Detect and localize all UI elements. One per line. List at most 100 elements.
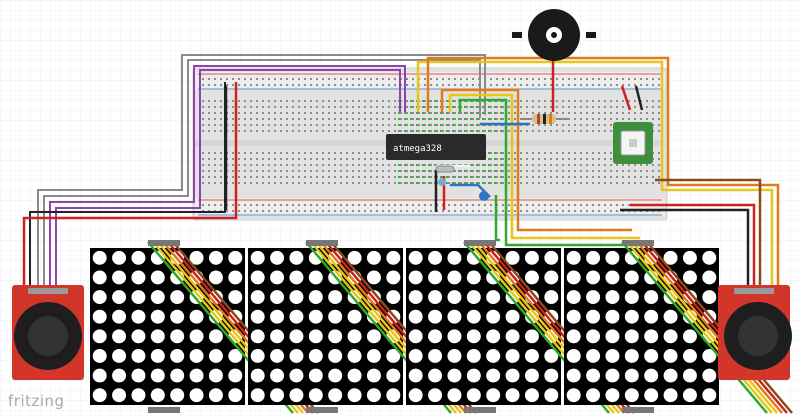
breadboard-hole [652,182,654,184]
breadboard-hole [430,176,432,178]
breadboard-hole [616,210,618,212]
breadboard-hole [604,176,606,178]
breadboard-hole [202,78,204,80]
breadboard-hole [562,100,564,102]
led-matrix [564,240,793,414]
breadboard-hole [592,106,594,108]
breadboard-hole [568,84,570,86]
wire-black-right [620,208,750,285]
led-dot [624,388,639,403]
breadboard-hole [364,124,366,126]
breadboard-hole-active [470,182,472,184]
led-dot [208,270,223,285]
led-dot [586,388,601,403]
breadboard-hole-active [398,176,400,178]
breadboard-hole-active [494,170,496,172]
breadboard-hole-active [500,176,502,178]
breadboard-hole [574,118,576,120]
breadboard-hole-active [494,152,496,154]
breadboard-hole-active [398,164,400,166]
breadboard-hole [280,78,282,80]
breadboard-hole [418,182,420,184]
breadboard-hole [298,164,300,166]
breadboard-hole [478,170,480,172]
breadboard-hole [220,100,222,102]
chip-label: atmega328 [393,144,442,154]
breadboard-hole-active [404,182,406,184]
breadboard-hole [322,204,324,206]
breadboard-hole [424,170,426,172]
breadboard-hole [256,124,258,126]
breadboard-hole [430,112,432,114]
breadboard-hole [544,152,546,154]
breadboard-hole [418,112,420,114]
breadboard-hole [562,152,564,154]
breadboard-hole [382,78,384,80]
breadboard-hole [658,130,660,132]
breadboard-hole [382,130,384,132]
breadboard-hole [376,158,378,160]
breadboard-hole [346,176,348,178]
breadboard-hole [484,210,486,212]
breadboard-hole [496,176,498,178]
breadboard-hole [334,152,336,154]
breadboard-hole [586,164,588,166]
breadboard-hole [256,164,258,166]
breadboard-hole [538,158,540,160]
breadboard-hole [364,152,366,154]
breadboard-hole [604,118,606,120]
breadboard-hole [640,118,642,120]
breadboard-hole [544,176,546,178]
breadboard-hole [214,164,216,166]
breadboard-hole [556,130,558,132]
breadboard-hole [586,152,588,154]
breadboard-hole [208,152,210,154]
breadboard-hole [364,78,366,80]
breadboard-hole [550,170,552,172]
breadboard-hole [370,84,372,86]
breadboard-hole [490,176,492,178]
breadboard-hole [646,170,648,172]
breadboard-hole [256,84,258,86]
breadboard-hole [502,176,504,178]
breadboard-hole [478,182,480,184]
breadboard-hole [208,164,210,166]
breadboard-hole [652,118,654,120]
breadboard-hole [364,158,366,160]
breadboard-hole [586,78,588,80]
breadboard-hole [244,158,246,160]
breadboard-hole [298,124,300,126]
breadboard-hole [454,130,456,132]
led-dot [447,250,462,265]
breadboard-hole [232,100,234,102]
breadboard-hole-active [494,130,496,132]
breadboard-hole [412,118,414,120]
breadboard-hole [394,164,396,166]
breadboard-hole [364,210,366,212]
breadboard-hole [220,158,222,160]
breadboard-hole [274,176,276,178]
led-dot [544,290,559,305]
breadboard-hole [412,204,414,206]
breadboard-hole [580,204,582,206]
breadboard-hole [574,130,576,132]
breadboard-hole [502,164,504,166]
breadboard-hole [238,204,240,206]
breadboard-hole [634,176,636,178]
breadboard-hole [238,124,240,126]
led-matrix [90,240,319,414]
breadboard-hole [574,100,576,102]
breadboard-hole [298,78,300,80]
matrix-header-bottom [464,407,496,413]
breadboard-hole [556,78,558,80]
breadboard-hole [496,118,498,120]
breadboard-hole [430,164,432,166]
breadboard-hole [340,84,342,86]
breadboard-hole-active [428,182,430,184]
breadboard-hole [424,100,426,102]
breadboard-hole [490,152,492,154]
breadboard-hole [430,170,432,172]
breadboard-hole [286,170,288,172]
breadboard-hole [484,204,486,206]
breadboard-hole [538,170,540,172]
